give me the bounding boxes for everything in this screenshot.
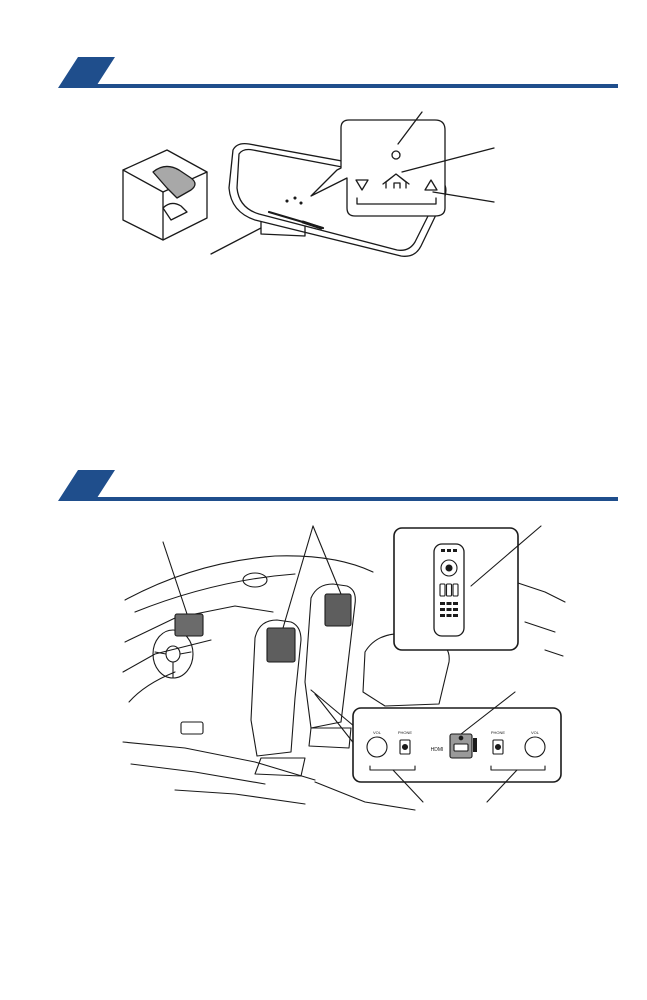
up-triangle-icon [424, 179, 438, 191]
mirror-illustration [115, 108, 505, 268]
down-triangle-icon [355, 179, 369, 191]
port-label: VOL [373, 730, 382, 735]
cabin-rearview-mirror [242, 572, 268, 588]
dashboard-display [174, 613, 204, 637]
volume-knob-icon [366, 736, 388, 758]
home-icon [382, 173, 410, 189]
status-led-icon [391, 150, 401, 160]
section-header-tab [58, 470, 115, 501]
headphone-jack-icon [399, 739, 411, 755]
steering-wheel [152, 629, 194, 679]
port-label: PHONE [398, 730, 413, 735]
section-header-tab [58, 57, 115, 88]
headrest-display-right [324, 593, 352, 627]
mirror-button-panel [310, 111, 495, 217]
rearview-mirror [210, 142, 447, 257]
volume-knob-icon [524, 736, 546, 758]
headphone-jack-icon [492, 739, 504, 755]
port-label: VOL [531, 730, 540, 735]
section-header-2 [58, 470, 618, 502]
headrest-display-left [266, 627, 296, 663]
garage-remote-block [122, 149, 208, 241]
rear-input-panel: VOL PHONE HDMI PHONE VOL [310, 689, 562, 803]
section-header-rule [94, 497, 618, 501]
port-label: PHONE [491, 730, 506, 735]
remote-control-callout [393, 525, 542, 651]
section-header-rule [94, 84, 618, 88]
hdmi-label: HDMI [431, 747, 444, 753]
section-header-1 [58, 57, 618, 89]
rear-entertainment-illustration: VOL PHONE HDMI PHONE VOL [115, 522, 570, 817]
remote-control-icon [433, 543, 465, 637]
